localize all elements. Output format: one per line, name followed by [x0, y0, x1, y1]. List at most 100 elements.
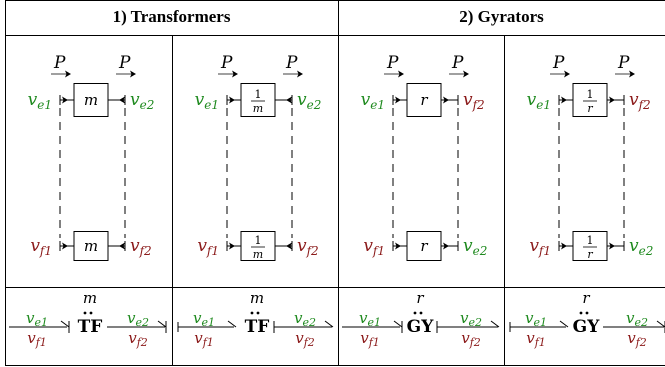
bottom-left-variable: vf1	[529, 236, 551, 258]
top-left-variable: ve1	[527, 90, 551, 112]
bond-right-halfarrow	[490, 320, 500, 328]
top-right-variable-var: v	[629, 90, 639, 110]
bottom-right-variable-sub: f2	[139, 244, 152, 258]
table-rule-bottom	[5, 365, 665, 366]
bond-parameter: r	[416, 289, 424, 307]
bottom-left-variable-var: v	[363, 236, 373, 256]
bottom-right-variable-var: v	[629, 236, 639, 256]
top-right-variable-var: v	[130, 90, 140, 110]
bond-left-halfarrow	[559, 320, 569, 328]
bond-element-dot-right	[256, 311, 260, 315]
bottom-right-variable: vf2	[297, 236, 319, 258]
bottom-box-label: r	[420, 237, 428, 255]
power-label-left: P	[552, 53, 565, 73]
svg-text:ve1: ve1	[361, 90, 385, 112]
top-left-variable-sub: e1	[37, 98, 52, 112]
top-left-variable-var: v	[28, 90, 38, 110]
top-right-variable-sub: e2	[307, 98, 322, 112]
bond-right-fraction-denominator: vf2	[461, 329, 481, 349]
bottom-left-variable-sub: f1	[39, 244, 52, 258]
bond-left-fraction-denominator: vf1	[27, 329, 47, 349]
bottom-left-arrowhead	[395, 242, 401, 250]
svg-text:vf2: vf2	[629, 90, 651, 112]
top-box-denominator: m	[253, 102, 263, 115]
power-arrowhead-left	[232, 70, 238, 78]
top-right-variable-var: v	[297, 90, 307, 110]
bond-right-fraction-numerator: ve2	[460, 309, 482, 329]
power-label-right: P	[451, 53, 464, 73]
bottom-left-variable-sub: f1	[206, 244, 219, 258]
bond-left-fraction-denominator: vf1	[526, 329, 546, 349]
bottom-right-variable-sub: e2	[639, 244, 654, 258]
svg-text:vf2: vf2	[297, 236, 319, 258]
power-arrowhead-right	[130, 70, 136, 78]
bond-right-fraction-denominator: vf2	[128, 329, 148, 349]
bottom-right-variable-sub: f2	[306, 244, 319, 258]
top-right-variable-sub: e2	[140, 98, 155, 112]
bond-element-dot-left	[250, 311, 254, 315]
bond-right-fraction-denominator: vf2	[295, 329, 315, 349]
bond-left-fraction-numerator: ve1	[193, 309, 215, 329]
svg-text:vf1: vf1	[197, 236, 219, 258]
top-right-variable: vf2	[629, 90, 651, 112]
top-right-variable: ve2	[130, 90, 154, 112]
svg-text:ve1: ve1	[527, 90, 551, 112]
bottom-right-variable: vf2	[130, 236, 152, 258]
bottom-left-variable-var: v	[30, 236, 40, 256]
bond-right-fraction-numerator: ve2	[294, 309, 316, 329]
svg-text:vf1: vf1	[363, 236, 385, 258]
power-label-right: P	[118, 53, 131, 73]
svg-text:ve2: ve2	[629, 236, 653, 258]
bond-left-fraction-denominator: vf1	[194, 329, 214, 349]
bottom-right-arrowhead	[443, 242, 449, 250]
power-label-left: P	[386, 53, 399, 73]
top-right-arrowhead	[443, 96, 449, 104]
bottom-box-numerator: 1	[587, 234, 594, 247]
bond-right-fraction-numerator: ve2	[127, 309, 149, 329]
bottom-left-arrowhead	[62, 242, 68, 250]
bottom-element-box	[73, 231, 109, 261]
table-rule-middle	[5, 287, 665, 288]
power-arrowhead-right	[297, 70, 303, 78]
top-left-arrowhead	[561, 96, 567, 104]
bottom-right-variable-var: v	[297, 236, 307, 256]
top-box-label: r	[420, 91, 428, 109]
svg-text:vf1: vf1	[30, 236, 52, 258]
power-label-right: P	[617, 53, 630, 73]
table-rule-header	[5, 35, 665, 36]
bond-left-halfarrow	[393, 320, 403, 328]
bottom-left-variable-var: v	[529, 236, 539, 256]
bottom-right-variable: ve2	[629, 236, 653, 258]
bottom-left-variable-var: v	[197, 236, 207, 256]
bond-right-halfarrow	[656, 320, 665, 328]
bond-parameter: m	[250, 289, 264, 307]
svg-text:vf1: vf1	[529, 236, 551, 258]
top-right-variable-sub: f2	[472, 98, 485, 112]
top-right-variable: ve2	[297, 90, 321, 112]
table-rule-col1	[172, 35, 173, 366]
bottom-box-denominator: m	[253, 248, 263, 261]
bottom-box-label: m	[84, 237, 98, 255]
top-left-variable-sub: e1	[536, 98, 551, 112]
svg-text:vf2: vf2	[130, 236, 152, 258]
table-rule-col3	[504, 35, 505, 366]
power-arrowhead-left	[398, 70, 404, 78]
svg-text:ve2: ve2	[130, 90, 154, 112]
bond-right-fraction-numerator: ve2	[626, 309, 648, 329]
table-rule-left	[5, 0, 6, 366]
top-right-variable-sub: f2	[638, 98, 651, 112]
